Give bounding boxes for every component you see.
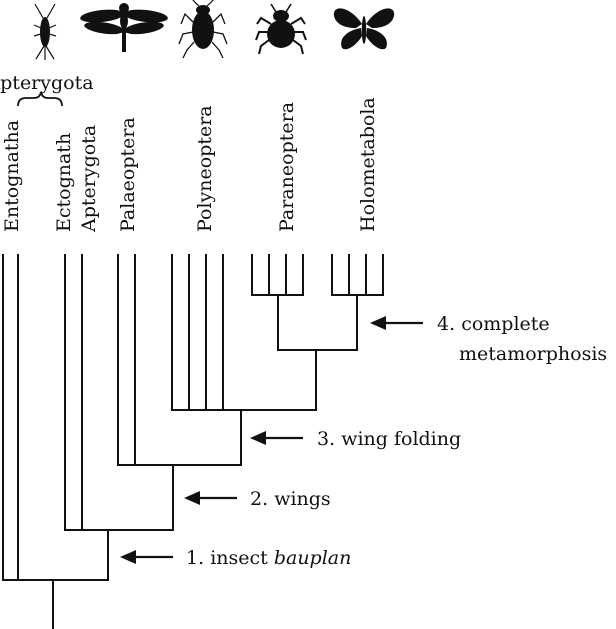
louse-icon (255, 3, 307, 55)
silverfish-icon (33, 3, 57, 60)
event-1-number: 1. (186, 547, 204, 569)
event-1-text: insect (210, 547, 268, 569)
event-4-label: 4. complete (437, 313, 550, 335)
event-1-italic: bauplan (274, 547, 352, 569)
apterygota-group-label: Apterygota (0, 72, 94, 94)
arrow-event-1 (120, 550, 173, 564)
event-3-number: 3. (317, 428, 335, 450)
event-3-text: wing folding (341, 428, 461, 450)
event-4-number: 4. (437, 313, 455, 335)
cockroach-icon (178, 0, 228, 59)
taxon-label-palaeoptera: Palaeoptera (117, 117, 139, 232)
event-2-number: 2. (250, 488, 268, 510)
taxon-label-holometabola: Holometabola (357, 97, 379, 232)
event-4-label-line2: metamorphosis (459, 343, 607, 365)
taxon-label-polyneoptera: Polyneoptera (194, 105, 216, 232)
butterfly-icon (333, 8, 395, 50)
event-1-label: 1. insect bauplan (186, 547, 351, 569)
dragonfly-icon (80, 3, 168, 52)
event-2-text: wings (274, 488, 331, 510)
arrow-event-2 (184, 491, 237, 505)
taxon-label-entognatha: Entognatha (1, 120, 23, 232)
arrow-event-3 (250, 431, 303, 445)
arrow-event-4 (370, 316, 423, 330)
event-4-text: complete (461, 313, 549, 335)
cladogram-tree (2, 254, 384, 629)
taxon-label-ectognath: Ectognath (53, 133, 75, 232)
apterygota-brace (17, 91, 63, 107)
taxon-label-paraneoptera: Paraneoptera (276, 102, 298, 232)
taxon-label-apterygota: Apterygota (78, 125, 100, 233)
event-3-label: 3. wing folding (317, 428, 461, 450)
event-2-label: 2. wings (250, 488, 331, 510)
